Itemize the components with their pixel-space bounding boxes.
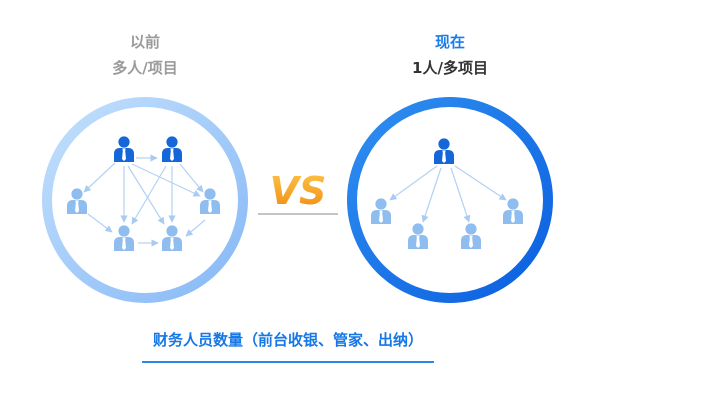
vs-text: VS bbox=[270, 169, 327, 213]
person-icon bbox=[67, 188, 87, 214]
person-icon bbox=[461, 223, 481, 249]
arrow-icon bbox=[454, 165, 507, 201]
person-icon bbox=[503, 198, 523, 224]
person-icon bbox=[162, 136, 182, 162]
person-icon bbox=[408, 223, 428, 249]
now-sub-people bbox=[371, 198, 523, 249]
before-circle bbox=[42, 97, 248, 303]
arrow-icon bbox=[421, 167, 442, 223]
arrow-icon bbox=[127, 165, 165, 225]
person-icon bbox=[200, 188, 220, 214]
person-icon bbox=[371, 198, 391, 224]
arrow-icon bbox=[87, 213, 113, 233]
arrow-icon bbox=[450, 167, 471, 223]
now-subtitle: 1人/多项目 bbox=[412, 59, 488, 77]
arrow-icon bbox=[131, 165, 167, 225]
now-title: 现在 bbox=[434, 33, 466, 51]
person-icon bbox=[114, 136, 134, 162]
before-subtitle: 多人/项目 bbox=[112, 59, 178, 77]
caption-underline bbox=[142, 361, 434, 363]
person-icon bbox=[114, 225, 134, 251]
now-main-people bbox=[434, 138, 454, 164]
arrow-icon bbox=[389, 165, 438, 201]
before-sub-people bbox=[67, 188, 220, 251]
before-title: 以前 bbox=[129, 33, 161, 51]
arrow-icon bbox=[131, 163, 201, 197]
arrow-icon bbox=[185, 219, 206, 237]
arrow-icon bbox=[179, 163, 204, 193]
before-arrows bbox=[83, 154, 206, 247]
person-icon bbox=[434, 138, 454, 164]
now-circle bbox=[347, 97, 553, 303]
now-arrows bbox=[389, 165, 507, 223]
arrow-icon bbox=[83, 162, 116, 193]
caption: 财务人员数量（前台收银、管家、出纳） bbox=[152, 331, 423, 349]
person-icon bbox=[162, 225, 182, 251]
